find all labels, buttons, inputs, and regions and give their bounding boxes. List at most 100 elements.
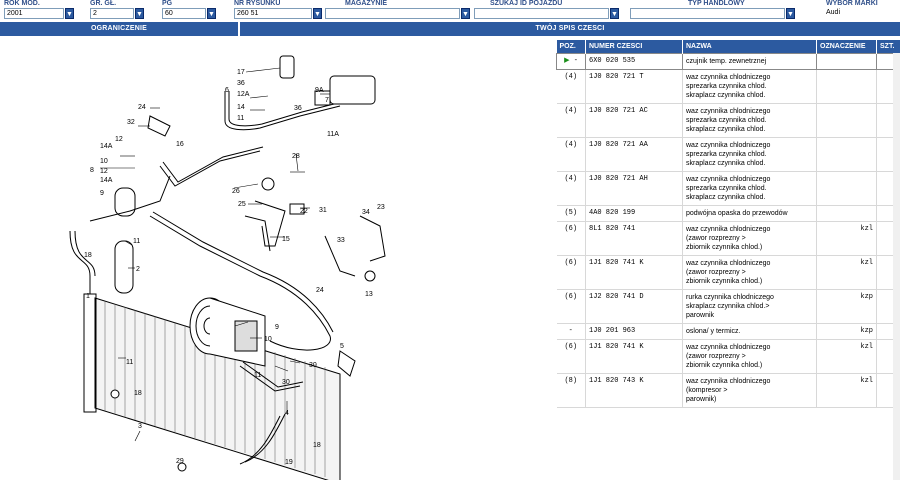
col-qty[interactable]: SZT. bbox=[877, 40, 900, 53]
svg-text:12: 12 bbox=[115, 136, 123, 143]
svg-text:36: 36 bbox=[294, 105, 302, 112]
svg-text:12: 12 bbox=[100, 168, 108, 175]
type-select[interactable] bbox=[630, 8, 785, 19]
svg-text:6: 6 bbox=[225, 87, 229, 94]
row-designation bbox=[817, 171, 877, 205]
parts-list-bar: TWÓJ SPIS CZESCI bbox=[240, 22, 900, 36]
svg-text:29: 29 bbox=[176, 458, 184, 465]
row-part-number: 4A0 820 199 bbox=[586, 205, 683, 221]
row-name: waz czynnika chlodniczego sprezarka czyn… bbox=[683, 137, 817, 171]
svg-text:5: 5 bbox=[340, 343, 344, 350]
svg-text:9: 9 bbox=[100, 190, 104, 197]
svg-text:22: 22 bbox=[300, 208, 308, 215]
brand-select[interactable]: Audi bbox=[824, 8, 898, 19]
row-part-number: 1J0 820 721 AH bbox=[586, 171, 683, 205]
svg-text:11: 11 bbox=[126, 359, 133, 366]
row-part-number: 1J1 820 743 K bbox=[586, 373, 683, 407]
row-part-number: 1J0 820 721 AA bbox=[586, 137, 683, 171]
row-name: waz czynnika chlodniczego (zawor rozprez… bbox=[683, 339, 817, 373]
col-name[interactable]: NAZWA bbox=[683, 40, 817, 53]
chevron-down-icon[interactable]: ▼ bbox=[786, 8, 795, 19]
svg-text:12A: 12A bbox=[237, 91, 250, 98]
group-select[interactable]: 2 bbox=[90, 8, 134, 19]
row-designation: kzp bbox=[817, 323, 877, 339]
row-pos: (8) bbox=[557, 373, 586, 407]
svg-text:14: 14 bbox=[237, 104, 245, 111]
selected-arrow-icon: ▶ bbox=[564, 57, 574, 65]
chevron-down-icon[interactable]: ▼ bbox=[313, 8, 322, 19]
svg-text:14A: 14A bbox=[100, 143, 113, 150]
row-name: podwójna opaska do przewodów bbox=[683, 205, 817, 221]
row-pos: ▶ - bbox=[557, 53, 586, 69]
col-designation[interactable]: OZNACZENIE bbox=[817, 40, 877, 53]
year-select[interactable]: 2001 bbox=[4, 8, 64, 19]
svg-text:11A: 11A bbox=[327, 131, 339, 138]
row-designation: kzp bbox=[817, 289, 877, 323]
row-part-number: 1J0 820 721 T bbox=[586, 69, 683, 103]
chevron-down-icon[interactable]: ▼ bbox=[610, 8, 619, 19]
col-pos[interactable]: POZ. bbox=[557, 40, 586, 53]
filter-label-group: GR. GŁ. bbox=[90, 0, 150, 7]
row-designation: kzl bbox=[817, 221, 877, 255]
drawing-select[interactable]: 260 51 bbox=[234, 8, 312, 19]
svg-text:8: 8 bbox=[90, 167, 94, 174]
row-name: rurka czynnika chlodniczego skraplacz cz… bbox=[683, 289, 817, 323]
svg-text:11: 11 bbox=[133, 238, 140, 245]
row-part-number: 8L1 820 741 bbox=[586, 221, 683, 255]
svg-text:7: 7 bbox=[325, 97, 329, 104]
svg-text:13: 13 bbox=[365, 291, 373, 298]
svg-text:2: 2 bbox=[136, 266, 140, 273]
row-designation: kzl bbox=[817, 339, 877, 373]
row-name: oslona/ y termicz. bbox=[683, 323, 817, 339]
row-name: waz czynnika chlodniczego sprezarka czyn… bbox=[683, 103, 817, 137]
row-part-number: 1J0 820 721 AC bbox=[586, 103, 683, 137]
row-pos-text: - bbox=[574, 57, 578, 65]
restriction-bar[interactable]: OGRANICZENIE bbox=[0, 22, 238, 36]
svg-text:28: 28 bbox=[292, 153, 300, 160]
parts-table-container: POZ. NUMER CZESCI NAZWA OZNACZENIE SZT. … bbox=[556, 40, 900, 480]
svg-text:34: 34 bbox=[362, 209, 370, 216]
col-part-number[interactable]: NUMER CZESCI bbox=[586, 40, 683, 53]
svg-text:30: 30 bbox=[309, 362, 317, 369]
chevron-down-icon[interactable]: ▼ bbox=[135, 8, 144, 19]
row-name: waz czynnika chlodniczego (zawor rozprez… bbox=[683, 221, 817, 255]
row-designation: kzl bbox=[817, 255, 877, 289]
vehicle-id-input[interactable] bbox=[474, 8, 609, 19]
row-name: czujnik temp. zewnetrznej bbox=[683, 53, 817, 69]
svg-text:18: 18 bbox=[134, 390, 142, 397]
row-part-number: 1J0 201 963 bbox=[586, 323, 683, 339]
row-name: waz czynnika chlodniczego (zawor rozprez… bbox=[683, 255, 817, 289]
svg-text:23: 23 bbox=[377, 204, 385, 211]
filter-label-drawing: NR RYSUNKU bbox=[234, 0, 314, 7]
svg-text:31: 31 bbox=[319, 207, 327, 214]
svg-text:18: 18 bbox=[313, 442, 321, 449]
chevron-down-icon[interactable]: ▼ bbox=[207, 8, 216, 19]
table-header: POZ. NUMER CZESCI NAZWA OZNACZENIE SZT. bbox=[557, 40, 900, 53]
chevron-down-icon[interactable]: ▼ bbox=[461, 8, 470, 19]
row-name: waz czynnika chlodniczego (kompresor > p… bbox=[683, 373, 817, 407]
table-scrollbar[interactable] bbox=[893, 53, 900, 480]
row-pos: (5) bbox=[557, 205, 586, 221]
row-designation: kzl bbox=[817, 373, 877, 407]
svg-text:32: 32 bbox=[127, 119, 135, 126]
stock-select[interactable] bbox=[325, 8, 460, 19]
row-pos: (4) bbox=[557, 103, 586, 137]
chevron-down-icon[interactable]: ▼ bbox=[65, 8, 74, 19]
svg-text:25: 25 bbox=[238, 201, 246, 208]
svg-text:33: 33 bbox=[337, 237, 345, 244]
svg-text:1: 1 bbox=[86, 293, 90, 300]
pg-select[interactable]: 60 bbox=[162, 8, 206, 19]
filter-label-type: TYP HANDLOWY bbox=[688, 0, 778, 7]
